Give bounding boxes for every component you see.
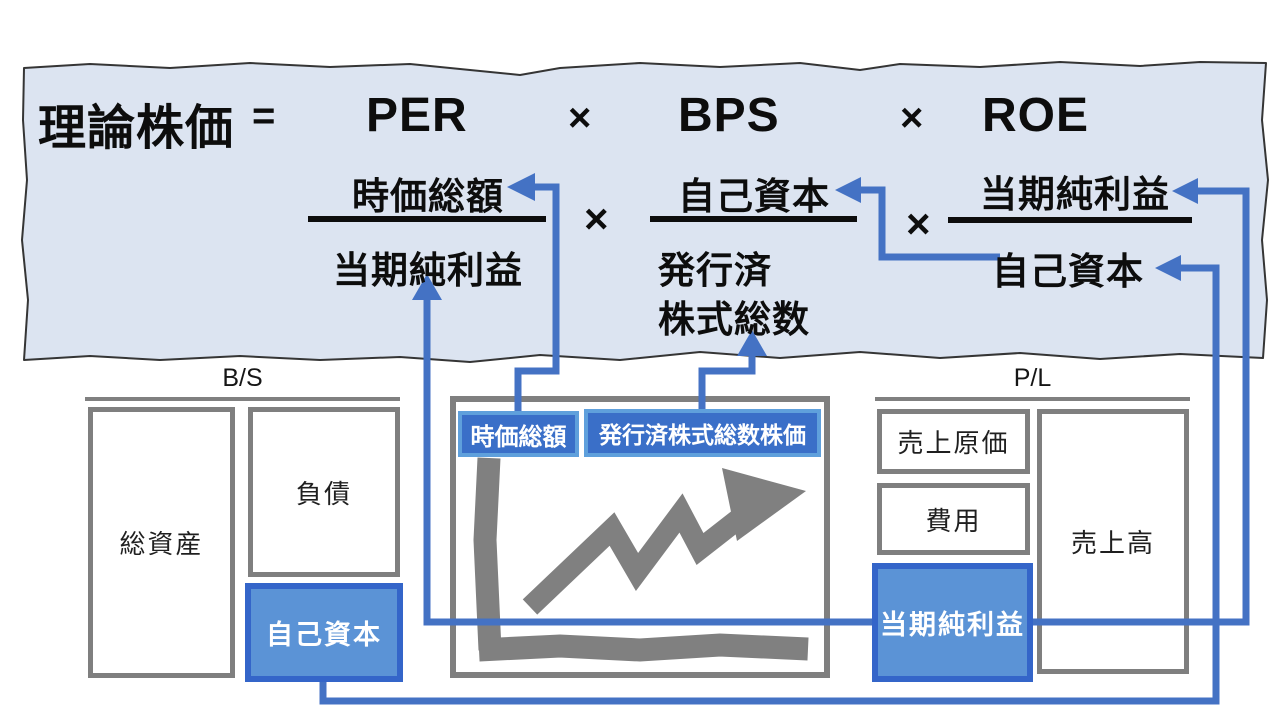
trend-line: [522, 493, 748, 615]
bs-underline: [85, 397, 400, 401]
roe-numerator: 当期純利益: [980, 174, 1170, 215]
bps-denominator-line1: 発行済: [658, 250, 772, 291]
market-cap-arrowhead-icon: [507, 173, 535, 201]
connector-shares-outstanding: [698, 352, 756, 409]
chart-y-axis: [473, 457, 502, 651]
chart-shares-outstanding-price-label: 発行済株式総数株価: [584, 409, 821, 457]
trend-arrowhead-icon: [722, 468, 806, 541]
bs-title: B/S: [222, 364, 263, 392]
bs-total-assets-box: 総資産: [88, 407, 235, 678]
bs-liabilities-box: 負債: [248, 407, 400, 577]
pl-sales-box: 売上高: [1037, 409, 1189, 674]
roe-term: ROE: [982, 89, 1090, 142]
roe-fraction-bar: [948, 217, 1192, 223]
connector-market-cap: [514, 183, 560, 411]
per-numerator: 時価総額: [352, 176, 504, 217]
bs-equity-box: 自己資本: [245, 583, 403, 682]
chart-market-cap-label: 時価総額: [458, 411, 579, 457]
equity-bps-arrowhead-icon: [835, 177, 861, 203]
pl-title: P/L: [1013, 364, 1052, 392]
roe-denominator: 自己資本: [992, 251, 1144, 292]
times-sign-2: ×: [900, 96, 924, 140]
net-income-right-arrowhead-icon: [1172, 178, 1198, 204]
connector-equity-to-bps: [861, 186, 1000, 261]
per-denominator: 当期純利益: [333, 250, 523, 291]
torn-paper-panel: [21, 61, 1269, 363]
times-sign-1: ×: [568, 96, 592, 140]
shares-arrowhead-icon: [737, 330, 767, 356]
equals-sign: =: [252, 94, 276, 138]
theoretical-price-label: 理論株価: [38, 102, 235, 155]
connector-equity: [319, 264, 1220, 705]
pl-net-income-box: 当期純利益: [872, 563, 1033, 682]
pl-cost-of-sales-box: 売上原価: [877, 409, 1030, 474]
per-fraction-bar: [308, 216, 546, 222]
bps-term: BPS: [678, 89, 780, 142]
per-term: PER: [366, 89, 468, 142]
bps-numerator: 自己資本: [678, 176, 830, 217]
equity-arrowhead-icon: [1155, 255, 1181, 281]
bps-fraction-bar: [650, 216, 857, 222]
bps-denominator-line2: 株式総数: [658, 299, 810, 340]
connector-net-income-left: [423, 300, 874, 626]
pl-underline: [875, 397, 1190, 401]
pl-expenses-box: 費用: [877, 483, 1030, 555]
fraction-times-1: ×: [584, 195, 609, 242]
fraction-times-2: ×: [906, 200, 931, 247]
connector-net-income-right: [1032, 187, 1250, 626]
chart-x-axis: [478, 633, 809, 662]
net-income-left-arrowhead-icon: [412, 274, 442, 300]
